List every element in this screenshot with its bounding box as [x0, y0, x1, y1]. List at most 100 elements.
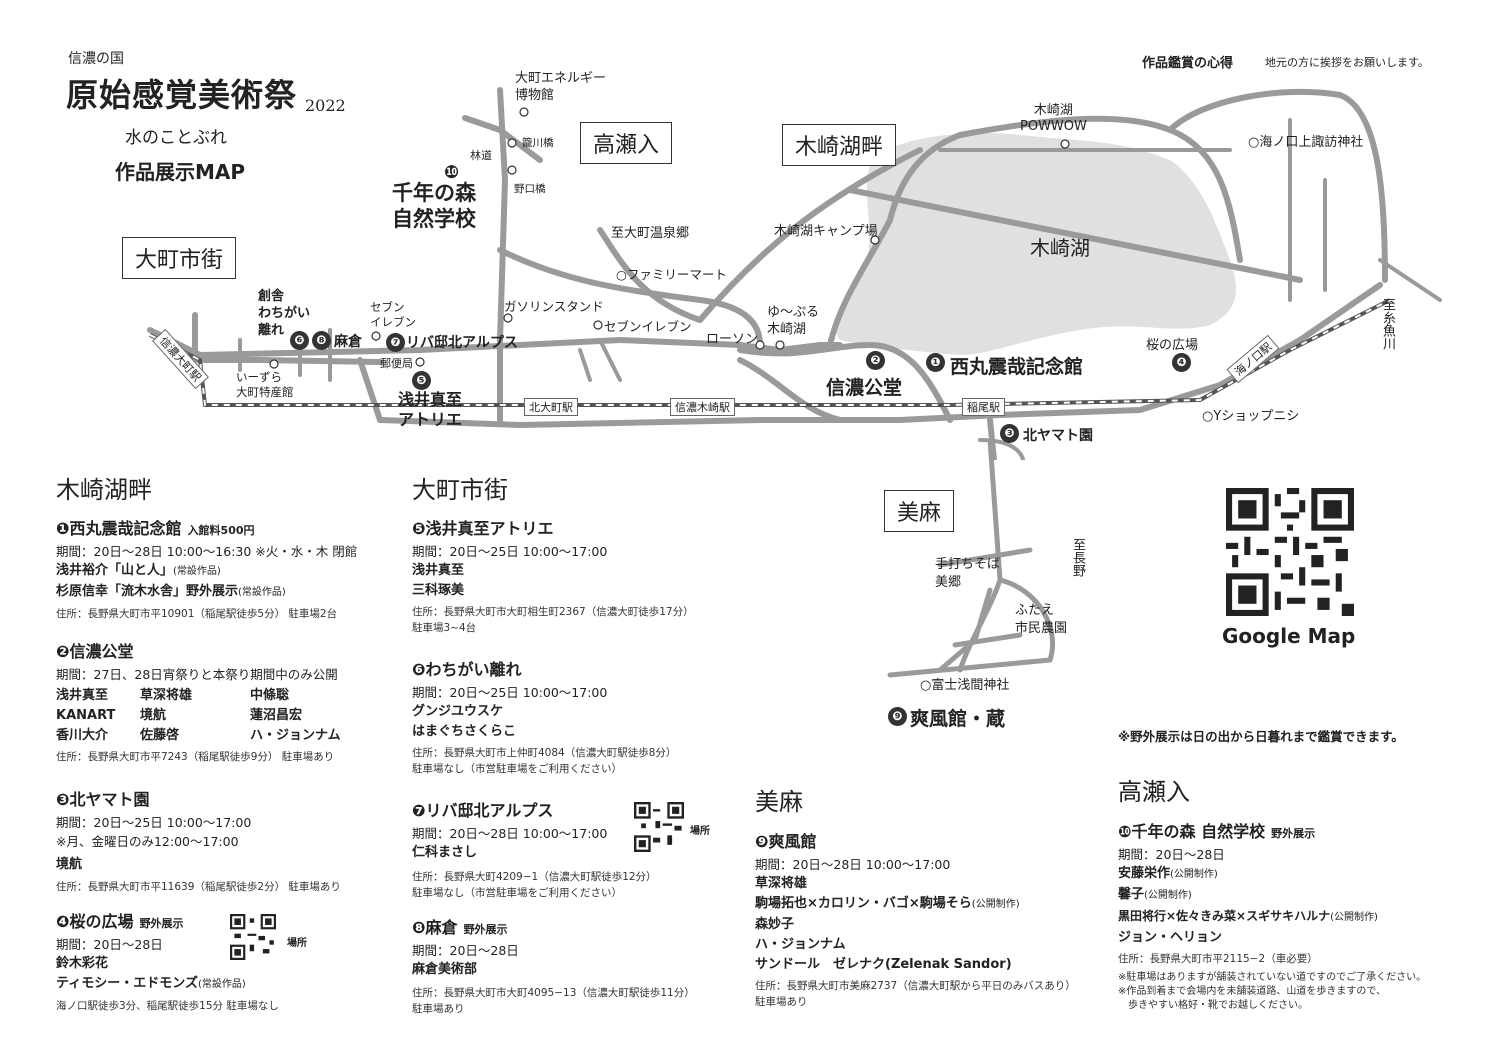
qr-riba-label: 場所: [690, 826, 710, 837]
qr-sakura-label: 場所: [287, 938, 307, 949]
label-familymart: ○ファミリーマート: [616, 267, 727, 282]
entry-2-artists: 浅井真至 草深将雄 中條聡 KANART 境航 蓮沼昌宏 香川大介 佐藤啓 ハ・…: [56, 686, 386, 746]
label-sofukan: 爽風館・蔵: [910, 708, 1006, 730]
marker-number-4: ❹: [1172, 353, 1191, 372]
map-title: 作品展示MAP: [115, 160, 246, 184]
entry-7-title: ❼リバ邸北アルプス: [412, 801, 554, 820]
outdoor-note: ※野外展示は日の出から日暮れまで鑑賞できます。: [1118, 729, 1404, 744]
artist: 蓮沼昌宏: [250, 708, 303, 723]
entry-1-art1: 浅井裕介「山と人」(常設作品): [56, 563, 221, 578]
entry-2-period: 期間：27日、28日宵祭りと本祭り期間中のみ公開: [56, 667, 338, 682]
road-north-ext: [1167, 88, 1388, 283]
entry-4-period: 期間：20日〜28日: [56, 937, 163, 952]
entry-4-art1: 鈴木彩花: [56, 956, 109, 971]
entry-8: ❽麻倉野外展示 期間：20日〜28日 麻倉美術部 住所：長野県大町市大町4095…: [412, 914, 742, 1017]
label-asakura: 麻倉: [334, 334, 362, 350]
festival-year: 2022: [305, 96, 346, 115]
label-riba: リバ邸北アルプス: [406, 335, 518, 351]
entry-9-art2: 駒場拓也×カロリン・バゴ×駒場そら(公開制作): [755, 896, 1020, 911]
entry-10-art4: ジョン・ヘリョン: [1118, 930, 1223, 945]
label-yubinkyoku: 郵便局: [380, 357, 413, 370]
entry-10-art3: 黒田将行×佐々きみ菜×スギサキハルナ(公開制作): [1118, 909, 1378, 923]
lake-kizaki: [836, 133, 1236, 355]
entry-6-art2: はまぐちさくらこ: [412, 724, 517, 739]
road-mid: [737, 342, 953, 423]
label-asai-atelier: 浅井真至 アトリエ: [398, 390, 463, 429]
marker-number-6: ❻: [290, 331, 309, 350]
entry-5-address: 住所：長野県大町市大町相生町2367（信濃大町徒歩17分）: [412, 606, 694, 618]
entry-5: ❺浅井真至アトリエ 期間：20日〜25日 10:00〜17:00 浅井真至 三科…: [412, 515, 742, 636]
label-lawson: ローソン: [706, 332, 759, 347]
entry-8-title: ❽麻倉野外展示: [412, 918, 508, 937]
qr-riba[interactable]: [634, 802, 684, 852]
road-asa: [987, 417, 998, 460]
entry-4-address: 海ノ口駅徒歩3分、稲尾駅徒歩15分 駐車場なし: [56, 1000, 279, 1012]
entry-1-period: 期間：20日〜28日 10:00〜16:30 ※火・水・木 閉館: [56, 544, 358, 559]
label-umi-shrine: ○海ノ口上諏訪神社: [1248, 135, 1364, 150]
label-onsen: 至大町温泉郷: [611, 226, 690, 241]
entry-8-period: 期間：20日〜28日: [412, 943, 519, 958]
marker-3: ❸: [1000, 423, 1022, 443]
etiquette-text: 地元の方に挨拶をお願いします。: [1265, 56, 1429, 69]
label-y-shop: ○Yショップニシ: [1202, 409, 1300, 424]
header-kuni: 信濃の国: [68, 51, 124, 67]
entry-3-art1: 境航: [56, 857, 83, 872]
entry-7: ❼リバ邸北アルプス 期間：20日〜28日 10:00〜17:00 仁科まさし 住…: [412, 797, 742, 901]
entry-5-art1: 浅井真至: [412, 563, 465, 578]
road-lake-west: [827, 132, 963, 348]
section-heading-takase: 高瀬入: [1118, 778, 1190, 806]
entry-10-period: 期間：20日〜28日: [1118, 847, 1225, 862]
qr-sakura[interactable]: [230, 914, 276, 960]
entry-3-title: ❸北ヤマト園: [56, 790, 150, 809]
label-nagano: 至長野: [1070, 538, 1085, 577]
entry-1-art2: 杉原信幸「流木水舎」野外展示(常設作品): [56, 584, 286, 599]
entry-7-art1: 仁科まさし: [412, 845, 478, 860]
marker-10: ❿: [444, 162, 462, 181]
entry-3-period2: ※月、金曜日のみ12:00〜17:00: [56, 834, 239, 849]
entry-6: ❻わちがい離れ 期間：20日〜25日 10:00〜17:00 グンジユウスケ は…: [412, 656, 742, 777]
road-north: [597, 227, 703, 323]
marker-number-7: ❼: [386, 333, 405, 352]
label-shinano-kodo: 信濃公堂: [826, 377, 903, 399]
artist: ハ・ジョンナム: [250, 728, 341, 743]
entry-3-address: 住所：長野県大町市平11639（稲尾駅徒歩2分） 駐車場あり: [56, 881, 341, 893]
entry-6-address2: 駐車場なし（市営駐車場をご利用ください）: [412, 763, 622, 775]
area-box-asa: 美麻: [884, 490, 955, 532]
entry-3-period: 期間：20日〜25日 10:00〜17:00: [56, 815, 252, 830]
google-map-qr[interactable]: [1226, 488, 1354, 616]
label-sennen-mori: 千年の森 自然学校: [392, 181, 476, 231]
marker-number-9: ❾: [888, 707, 907, 726]
marker-6: ❻: [290, 330, 312, 350]
marker-1: ❶: [926, 352, 948, 372]
entry-5-art2: 三科琢美: [412, 583, 465, 598]
entry-9-art1: 草深将雄: [755, 876, 808, 891]
entry-10: ❿千年の森 自然学校野外展示 期間：20日〜28日 安藤栄作(公開制作) 馨子(…: [1118, 818, 1478, 1013]
festival-title: 原始感覚美術祭: [66, 76, 298, 114]
entry-1: ❶西丸震哉記念館入館料500円 期間：20日〜28日 10:00〜16:30 ※…: [56, 515, 386, 622]
etiquette-heading: 作品鑑賞の心得: [1142, 56, 1234, 71]
entry-10-address: 住所：長野県大町市平2115−2（車必要）: [1118, 953, 1318, 965]
entry-6-art1: グンジユウスケ: [412, 704, 504, 719]
artist: 草深将雄: [140, 688, 193, 703]
area-box-takase: 高瀬入: [580, 122, 673, 164]
entry-9-art3: 森妙子: [755, 917, 795, 932]
entry-9-art5: サンドール ゼレナク(Zelenak Sandor): [755, 957, 1012, 972]
entry-10-art2: 馨子(公開制作): [1118, 887, 1192, 902]
artist: 佐藤啓: [140, 728, 180, 743]
entry-6-title: ❻わちがい離れ: [412, 660, 522, 679]
marker-number-2: ❷: [866, 351, 885, 370]
entry-4: ❹桜の広場野外展示 期間：20日〜28日 鈴木彩花 ティモシー・エドモンズ(常設…: [56, 908, 386, 1014]
station-inao: 稲尾駅: [962, 398, 1005, 416]
label-camp: 木崎湖キャンプ場: [774, 224, 878, 239]
marker-number-8: ❽: [312, 331, 331, 350]
marker-2: ❷: [866, 350, 888, 370]
entry-4-title: ❹桜の広場野外展示: [56, 912, 184, 931]
entry-2: ❷信濃公堂 期間：27日、28日宵祭りと本祭り期間中のみ公開 浅井真至 草深将雄…: [56, 638, 386, 765]
entry-9-address: 住所：長野県大町市美麻2737（信濃大町駅から平日のみバスあり）: [755, 980, 1076, 992]
label-itoigawa: 至糸魚川: [1380, 298, 1395, 350]
entry-9-address2: 駐車場あり: [755, 996, 808, 1008]
road-east-side: [847, 187, 1303, 283]
marker-number-5: ❺: [412, 371, 431, 390]
entry-9-title: ❾爽風館: [755, 832, 817, 851]
artist: 香川大介: [56, 728, 109, 743]
